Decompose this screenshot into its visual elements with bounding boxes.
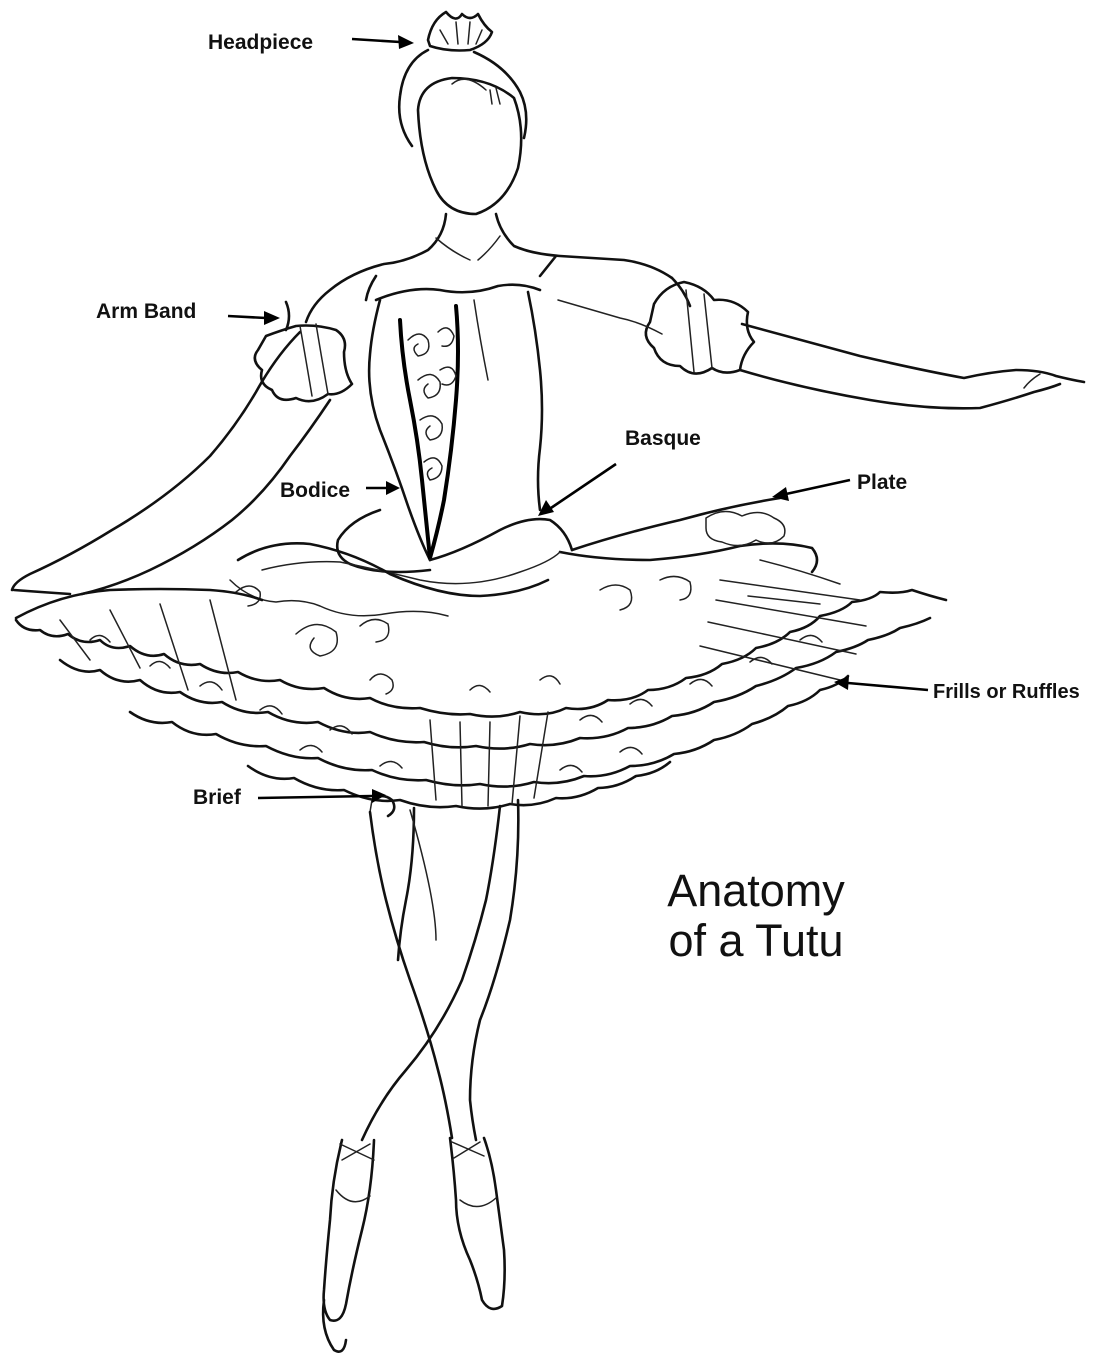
arrow-frills — [834, 676, 928, 690]
right-arm-drawing — [672, 278, 1084, 408]
basque-drawing — [337, 510, 572, 572]
label-arm-band: Arm Band — [96, 301, 196, 322]
diagram-title: Anatomy of a Tutu — [640, 866, 872, 967]
bodice-drawing — [369, 285, 662, 560]
title-line-2: of a Tutu — [640, 916, 872, 966]
frills-drawing — [16, 560, 946, 809]
label-headpiece: Headpiece — [208, 32, 313, 53]
arrow-bodice — [366, 481, 400, 495]
arrow-basque — [538, 464, 616, 516]
arrow-headpiece — [352, 35, 414, 49]
arrow-arm-band — [228, 311, 280, 325]
legs-drawing — [362, 800, 518, 1140]
label-bodice: Bodice — [280, 480, 350, 501]
title-line-1: Anatomy — [640, 866, 872, 916]
label-brief: Brief — [193, 787, 241, 808]
pointe-shoes-drawing — [323, 1138, 505, 1352]
headpiece-drawing — [428, 12, 492, 51]
label-basque: Basque — [625, 428, 701, 449]
torso-drawing — [306, 214, 672, 322]
arrow-plate — [772, 480, 850, 501]
label-plate: Plate — [857, 472, 907, 493]
left-arm-drawing — [12, 332, 330, 594]
head-drawing — [399, 50, 526, 214]
right-arm-band-drawing — [646, 282, 754, 374]
label-frills: Frills or Ruffles — [933, 682, 1080, 702]
arrow-brief — [258, 789, 386, 803]
